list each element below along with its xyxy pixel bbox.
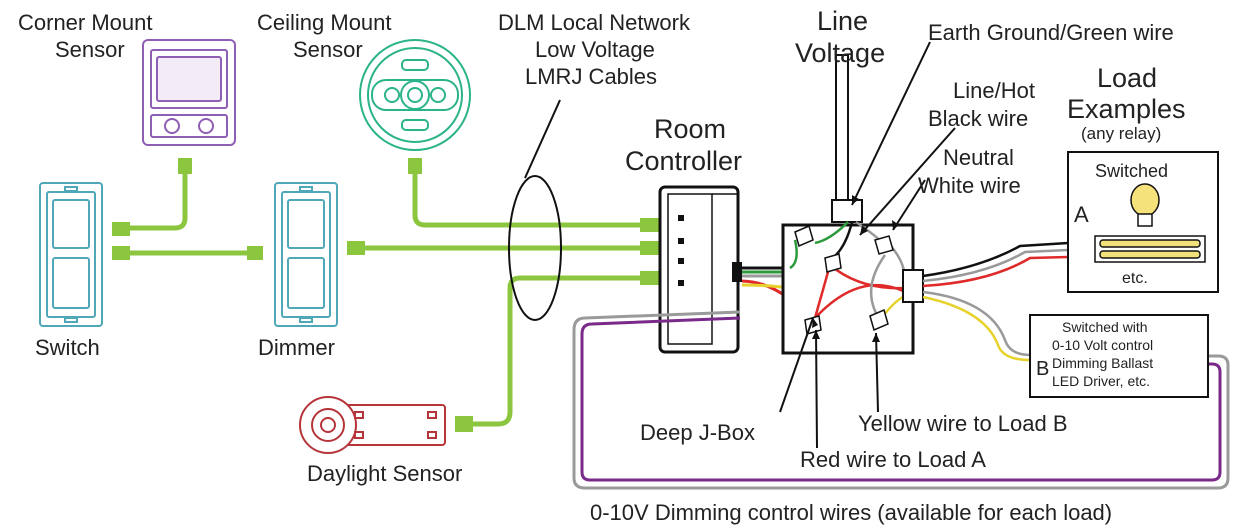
- line-voltage-cable: [831, 54, 863, 223]
- yellow-wire-label: Yellow wire to Load B: [858, 411, 1068, 436]
- dimmer-label: Dimmer: [258, 335, 335, 360]
- light-bulb-icon: [1130, 183, 1160, 227]
- dlm-label-line1: DLM Local Network: [498, 10, 691, 35]
- switch-device: [39, 182, 103, 327]
- dlm-network-cables: [130, 170, 645, 427]
- line-hot-label-line1: Line/Hot: [953, 78, 1035, 103]
- earth-ground-label: Earth Ground/Green wire: [928, 20, 1174, 45]
- dlm-cable-bundle-marker: [508, 175, 562, 321]
- switched-label: Switched: [1095, 161, 1168, 181]
- corner-mount-sensor: [142, 39, 236, 146]
- load-b-box: [1029, 314, 1209, 398]
- load-wires: [922, 241, 1069, 362]
- room-controller-label-line1: Room: [654, 114, 726, 144]
- dimming-wires-label: 0-10V Dimming control wires (available f…: [590, 500, 1112, 525]
- room-controller: [658, 185, 742, 354]
- deep-jbox-label: Deep J-Box: [640, 420, 755, 445]
- pointer-lines: [779, 41, 956, 449]
- red-wire-label: Red wire to Load A: [800, 447, 986, 472]
- switched-with-line3: Dimming Ballast: [1052, 355, 1153, 371]
- neutral-label-line2: White wire: [918, 173, 1021, 198]
- jbox-clamp: [902, 269, 924, 303]
- load-a-letter: A: [1074, 202, 1089, 227]
- switched-with-line4: LED Driver, etc.: [1052, 373, 1150, 389]
- room-controller-label-line2: Controller: [625, 146, 742, 176]
- cable-corner-sensor: [130, 170, 188, 231]
- dimmer-device: [274, 182, 338, 327]
- line-hot-label-line2: Black wire: [928, 106, 1028, 131]
- cable-ceiling-sensor: [412, 170, 645, 228]
- daylight-sensor-label: Daylight Sensor: [307, 461, 462, 486]
- ceiling-mount-sensor: [359, 39, 471, 151]
- pointer-arrowheads: [812, 195, 899, 342]
- any-relay-label: (any relay): [1081, 124, 1161, 143]
- dlm-label-line2: Low Voltage: [535, 37, 655, 62]
- switched-with-line2: 0-10 Volt control: [1052, 337, 1153, 353]
- dimming-control-wire-purple: [580, 316, 1222, 482]
- dimming-control-wire-gray: [572, 310, 1230, 490]
- ceiling-mount-label-line1: Ceiling Mount: [257, 10, 392, 35]
- switch-label: Switch: [35, 335, 100, 360]
- corner-mount-label-line2: Sensor: [55, 37, 125, 62]
- corner-mount-label-line1: Corner Mount: [18, 10, 153, 35]
- line-voltage-label-line2: Voltage: [795, 38, 885, 68]
- dlm-pointer-line: [524, 99, 561, 179]
- dlm-label-line3: LMRJ Cables: [525, 64, 657, 89]
- switched-with-line1: Switched with: [1062, 319, 1148, 335]
- cable-connectors: [112, 158, 662, 432]
- etc-label: etc.: [1122, 270, 1148, 287]
- cable-daylight-sensor: [470, 275, 645, 427]
- neutral-label-line1: Neutral: [943, 145, 1014, 170]
- load-examples-label-line2: Examples: [1067, 94, 1186, 124]
- daylight-sensor: [299, 396, 446, 454]
- fluorescent-tubes-icon: [1094, 235, 1206, 263]
- ceiling-mount-label-line2: Sensor: [293, 37, 363, 62]
- load-b-letter: B: [1036, 358, 1049, 380]
- load-a-box: [1067, 151, 1219, 293]
- load-examples-label-line1: Load: [1097, 63, 1157, 93]
- line-voltage-label-line1: Line: [817, 6, 868, 36]
